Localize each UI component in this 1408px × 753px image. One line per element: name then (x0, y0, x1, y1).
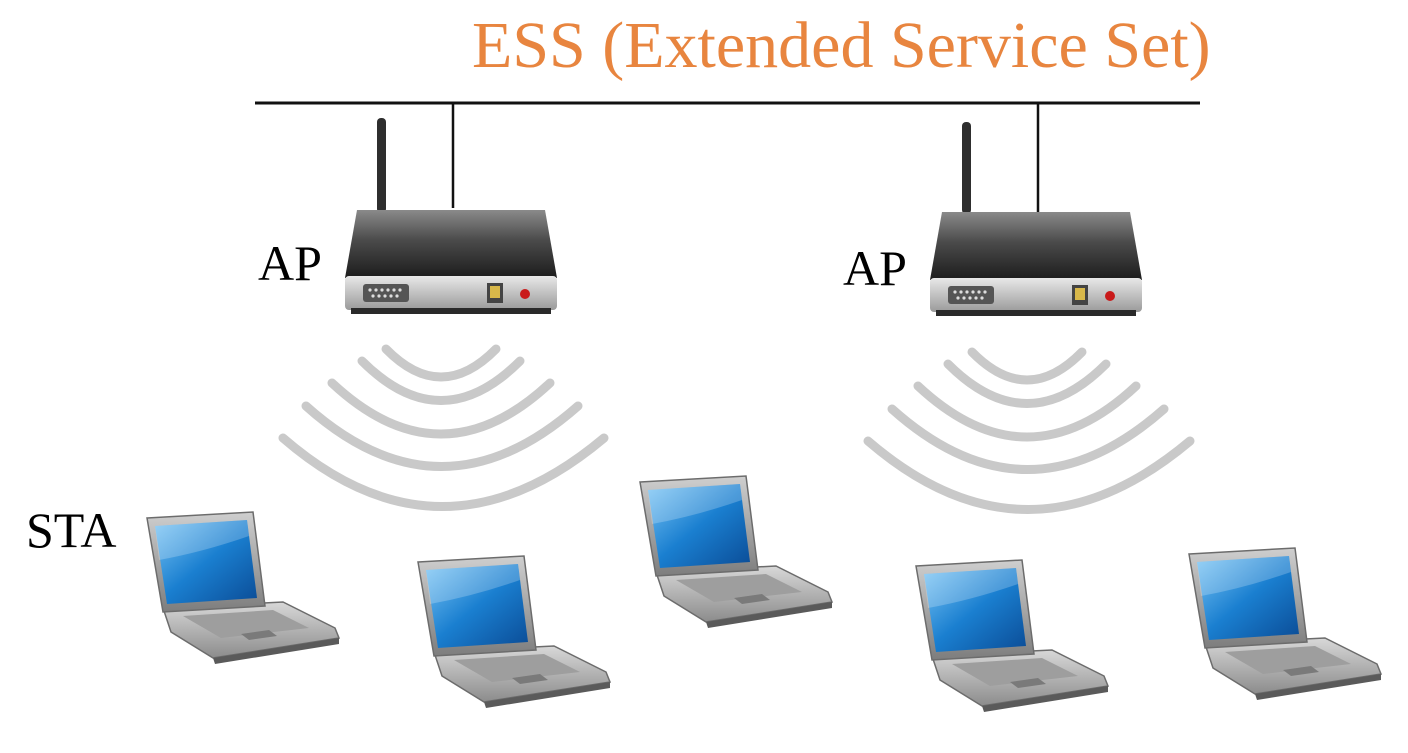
diagram-title: ESS (Extended Service Set) (472, 9, 1211, 82)
laptop-icon (146, 511, 341, 664)
router-icon (930, 122, 1142, 316)
laptop-icon (915, 559, 1110, 712)
wifi-waves-icon (863, 347, 1195, 514)
wifi-waves-icon (278, 344, 609, 511)
ap-label-left: AP (258, 235, 322, 291)
router-icon (345, 118, 557, 314)
laptop-icon (1188, 547, 1383, 700)
sta-label: STA (26, 502, 117, 558)
laptop-icon (639, 475, 834, 628)
laptop-icon (417, 555, 612, 708)
backbone-link (255, 101, 1200, 212)
ap-label-right: AP (843, 240, 907, 296)
